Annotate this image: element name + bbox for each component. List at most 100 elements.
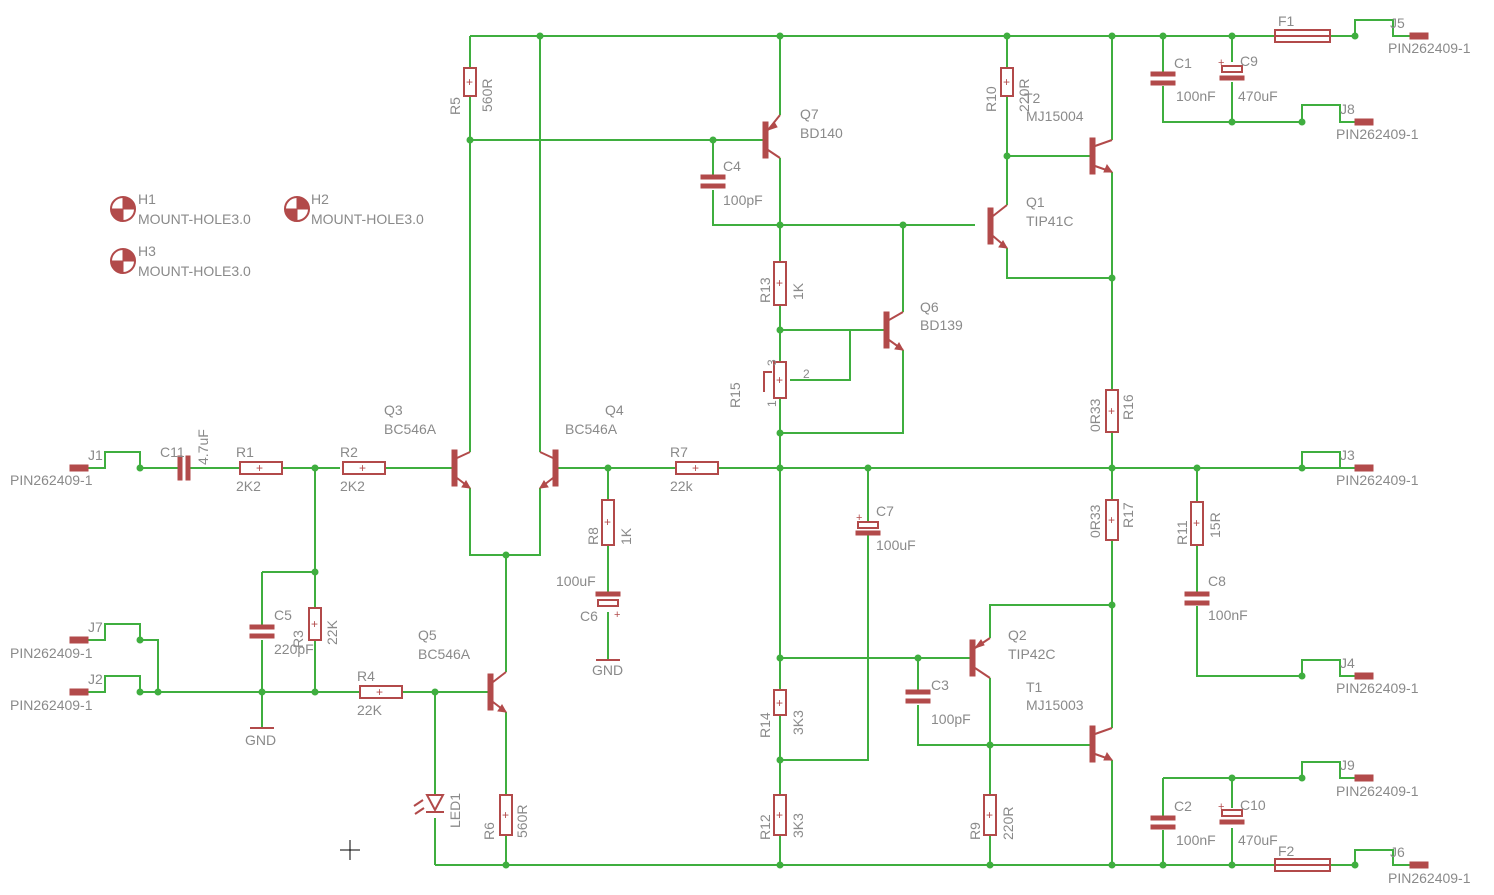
resistor-r9: + R9 220R [967,794,1016,840]
capacitor-c11: C11 4.7uF [160,429,211,481]
fuse-f2: F2 [1274,843,1331,872]
h3-value: MOUNT-HOLE3.0 [138,263,251,279]
connector-j9: J9 PIN262409-1 [1336,757,1419,799]
capacitor-c7: + C7 100uF [855,503,916,553]
resistor-r1: + R1 2K2 [236,444,283,494]
j2-name: J2 [88,671,103,687]
led-led1: LED1 [413,793,463,828]
resistor-r6: + R6 560R [481,794,530,840]
r12-value: 3K3 [790,813,806,838]
wires [88,19,1410,866]
r7-value: 22k [670,478,694,494]
r4-name: R4 [357,668,375,684]
capacitor-c9: + C9 470uF [1218,53,1278,104]
resistor-r2: + R2 2K2 [340,444,386,494]
r17-value: 0R33 [1087,504,1103,538]
c7-value: 100uF [876,537,916,553]
mount-hole-h1: H1 MOUNT-HOLE3.0 [110,191,251,227]
svg-text:+: + [1193,516,1200,530]
t1-name: T1 [1026,679,1043,695]
mount-hole-h3: H3 MOUNT-HOLE3.0 [110,243,251,279]
h1-value: MOUNT-HOLE3.0 [138,211,251,227]
r12-name: R12 [757,814,773,840]
q5-name: Q5 [418,627,437,643]
j3-value: PIN262409-1 [1336,472,1419,488]
crosshair-cursor-icon [340,840,360,860]
junctions [136,32,1359,869]
capacitor-c8: C8 100nF [1184,573,1248,623]
h2-value: MOUNT-HOLE3.0 [311,211,424,227]
resistor-r13: + R13 1K [757,261,806,306]
j5-value: PIN262409-1 [1388,40,1471,56]
c1-name: C1 [1174,55,1192,71]
t2-name: T2 [1024,90,1041,106]
j5-name: J5 [1390,15,1405,31]
j6-value: PIN262409-1 [1388,870,1471,886]
mount-hole-h2: H2 MOUNT-HOLE3.0 [284,191,424,227]
gnd-symbol-mid: GND [592,659,623,678]
q7-value: BD140 [800,125,843,141]
resistor-r14: + R14 3K3 [757,689,806,738]
r8-value: 1K [618,527,634,545]
connector-j5: J5 PIN262409-1 [1388,15,1471,56]
resistor-r4: + R4 22K [357,668,403,718]
r3-name: R3 [290,630,306,648]
j8-name: J8 [1340,101,1355,117]
c11-name: C11 [160,444,185,460]
h3-name: H3 [138,243,156,259]
r6-value: 560R [514,805,530,838]
c6-value: 100uF [556,573,596,589]
r2-value: 2K2 [340,478,365,494]
c8-name: C8 [1208,573,1226,589]
led1-name: LED1 [447,793,463,828]
c4-value: 100pF [723,192,763,208]
transistor-q3: Q3 BC546A [384,402,471,489]
svg-text:+: + [1108,513,1115,527]
transistor-q5: Q5 BC546A [418,627,507,713]
svg-text:+: + [776,373,783,387]
r1-value: 2K2 [236,478,261,494]
j7-value: PIN262409-1 [10,645,93,661]
q3-name: Q3 [384,402,403,418]
resistor-r8: + R8 1K [585,499,634,546]
connector-j2: J2 PIN262409-1 [10,671,103,713]
fuse-f1: F1 [1274,13,1331,43]
j9-value: PIN262409-1 [1336,783,1419,799]
svg-text:+: + [466,75,473,89]
resistor-r3: + R3 22K [290,607,340,648]
h1-name: H1 [138,191,156,207]
r11-value: 15R [1207,512,1223,538]
c9-name: C9 [1240,53,1258,69]
r5-value: 560R [479,79,495,112]
resistor-r11: + R11 15R [1174,501,1223,546]
svg-text:+: + [776,276,783,290]
c5-value: 220pF [274,641,314,657]
c9-value: 470uF [1238,88,1278,104]
r3-value: 22K [324,619,340,645]
gnd-label-left: GND [245,732,276,748]
q1-name: Q1 [1026,194,1045,210]
r13-value: 1K [790,282,806,300]
q6-name: Q6 [920,299,939,315]
c2-value: 100nF [1176,832,1216,848]
r16-value: 0R33 [1087,398,1103,432]
c5-name: C5 [274,607,292,623]
c8-value: 100nF [1208,607,1248,623]
j8-value: PIN262409-1 [1336,126,1419,142]
j1-name: J1 [88,447,103,463]
svg-text:+: + [604,515,611,529]
h2-name: H2 [311,191,329,207]
svg-text:+: + [1108,404,1115,418]
capacitor-c3: C3 100pF [905,677,971,727]
svg-text:+: + [1218,801,1224,813]
r14-value: 3K3 [790,710,806,735]
c7-name: C7 [876,503,894,519]
gnd-symbol-left: GND [245,727,276,748]
svg-text:+: + [1218,57,1224,69]
svg-text:+: + [256,461,263,475]
q4-name: Q4 [605,402,624,418]
c1-value: 100nF [1176,88,1216,104]
j7-name: J7 [88,619,103,635]
capacitor-c5: C5 220pF [249,607,314,657]
